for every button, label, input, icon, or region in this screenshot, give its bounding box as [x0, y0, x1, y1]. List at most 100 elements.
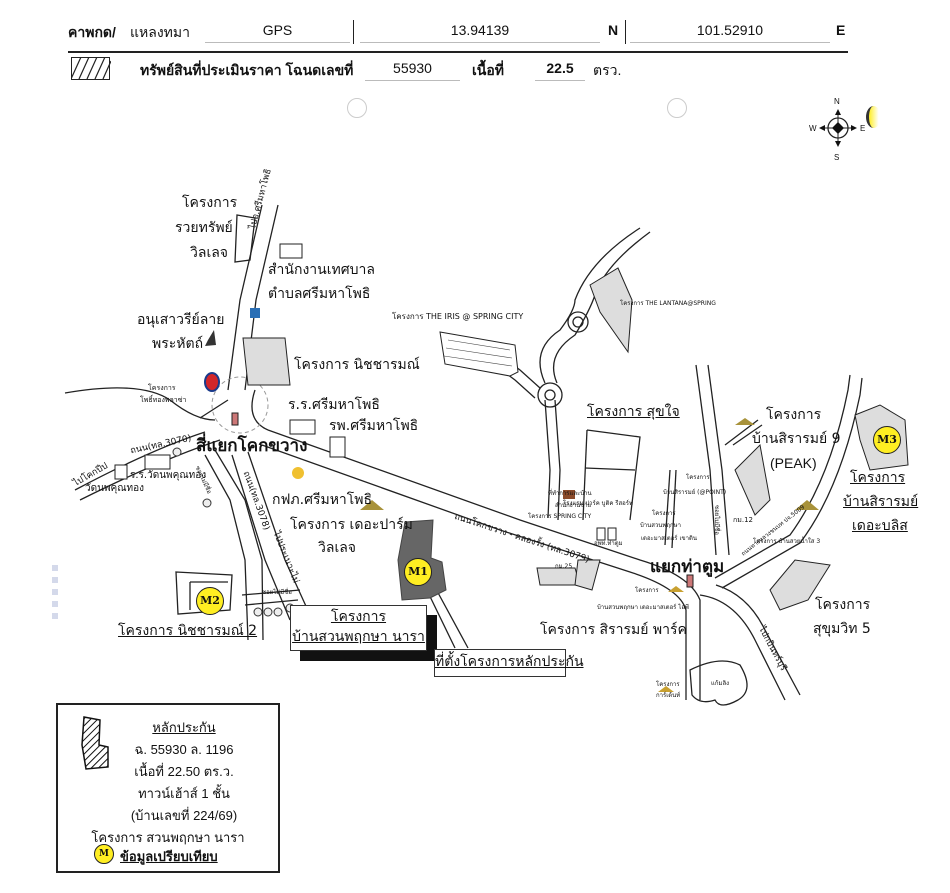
label-pho-thong: โครงการ: [148, 384, 176, 392]
label-sales-office: สำนักงานขาย: [555, 502, 592, 509]
callout-collateral-location: ที่ตั้งโครงการหลักประกัน: [434, 649, 584, 677]
label-municipal: สำนักงานเทศบาล: [268, 262, 375, 278]
area-label: เนื้อที่: [472, 62, 504, 78]
house-project-icon: [668, 586, 684, 592]
area-value: 22.5: [535, 60, 585, 81]
municipal-building-icon: [279, 243, 303, 259]
house-project-icon: [658, 686, 674, 692]
label-monument: พระหัตถ์: [152, 336, 204, 352]
power-authority-icon: [292, 467, 304, 479]
legend-house-no: (บ้านเลขที่ 224/69): [130, 808, 238, 823]
punch-hole: [347, 98, 367, 118]
house-project-icon: [360, 500, 384, 510]
marker-m3[interactable]: M3: [873, 426, 901, 454]
label-the-palm: โครงการ เดอะปาร์ม: [290, 517, 413, 533]
label-tha-tum-intersection: แยกท่าตูม: [650, 557, 725, 577]
label-monument: อนุเสาวรีย์ลาย: [137, 312, 225, 328]
label-school-srimahaphot: ร.ร.ศรีมหาโพธิ: [288, 397, 380, 413]
header-rule: [68, 51, 848, 53]
subdivision-nitcharam: [242, 337, 291, 386]
label-pea: กฟภ.ศรีมหาโพธิ: [272, 492, 373, 508]
label-nitcharam-2: โครงการ นิชชารมณ์ 2: [118, 623, 258, 639]
apartment-icon: [607, 527, 617, 541]
traffic-light-icon: [686, 574, 694, 588]
label-garden: การ์เด้นท์: [656, 692, 681, 699]
header-latitude: 13.94139: [360, 22, 600, 43]
label-pho-thong: โพธิ์ทองพลาซ่า: [140, 396, 187, 404]
label-sp-master-ip: บ้านสวนพฤกษา เดอะมาสเตอร์ ไอพี: [597, 604, 689, 611]
legend-deed: ฉ. 55930 ล. 1196: [134, 742, 234, 757]
house-project-icon: [795, 500, 819, 510]
label-sukhumvit5: สุขุมวิท 5: [813, 621, 871, 637]
label-municipal: ตำบลศรีมหาโพธิ: [268, 286, 371, 302]
house-project-icon: [735, 418, 755, 425]
header-longitude: 101.52910: [630, 22, 830, 43]
header-lat-dir: N: [608, 22, 619, 38]
road-3078-west: [231, 454, 291, 621]
label-sukjai: โครงการ สุขใจ: [587, 404, 680, 420]
road-3078-east: [247, 451, 311, 616]
label-wat-school: ร.ร.วัดนพคุณทอง: [130, 470, 207, 481]
label-the-palm: วิลเลจ: [318, 540, 357, 556]
road-3079-north-edge: [267, 429, 701, 700]
area-unit: ตรว.: [593, 62, 622, 78]
label-sp-master-ip: โครงการ: [635, 587, 659, 594]
label-spring-city: โครงการ SPRING CITY: [528, 513, 592, 520]
collateral-hatch-icon: [81, 716, 109, 770]
subdivision-sirarom9: [734, 443, 771, 516]
label-wat: วัดนพคุณทอง: [85, 483, 144, 494]
header-coord-label: คาพกด/: [68, 24, 116, 40]
subdivision-sukhumvit5: [769, 559, 831, 611]
label-bliss: บ้านสิรารมย์: [843, 494, 919, 510]
marker-m1[interactable]: M1: [404, 558, 432, 586]
compass-rose-icon: [819, 109, 857, 147]
label-bliss: โครงการ: [850, 470, 906, 486]
marker-m2[interactable]: M2: [196, 587, 224, 615]
legend-area: เนื้อที่ 22.50 ตร.ว.: [134, 764, 234, 779]
label-iris: โครงการ THE IRIS @ SPRING CITY: [392, 312, 524, 321]
label-pond: แก้มลิง: [711, 680, 730, 687]
label-sukhumvit5: โครงการ: [815, 597, 871, 613]
label-sp-master: โครงการ: [652, 510, 676, 517]
school-icon: [289, 419, 316, 435]
temple-icon: [114, 464, 128, 480]
label-land-office: ที่ทำการและบ้าน: [548, 490, 592, 497]
legend-marker-icon: M: [94, 844, 114, 864]
label-km12: กม.12: [733, 516, 753, 524]
callout-collateral-text: ที่ตั้งโครงการหลักประกัน: [435, 654, 584, 670]
label-garden: โครงการ: [656, 681, 680, 688]
subdivision-iris: [439, 331, 519, 377]
road-north-west-edge: [227, 204, 263, 391]
deed-number: 55930: [365, 60, 460, 81]
label-bliss: เดอะบลิส: [852, 518, 908, 534]
label-sirarom9: (PEAK): [770, 455, 817, 471]
label-sp-master: บ้านสวนพฤกษา: [640, 522, 681, 529]
callout-suan-pruksa-nara: โครงการ บ้านสวนพฤกษา นารา: [290, 605, 427, 651]
label-hospital: รพ.ศรีมหาโพธิ: [329, 418, 419, 434]
legend-project: โครงการ สวนพฤกษา นารา: [91, 830, 245, 845]
label-hotel: โรงแรม ปาร์ค บูติค รีสอร์ท: [563, 500, 633, 507]
label-sirarom-park: โครงการ สิรารมย์ พาร์ค: [540, 622, 687, 638]
label-kok-khwang-intersection: สี่แยกโคกขวาง: [196, 436, 308, 456]
header-source-value: GPS: [205, 22, 350, 43]
stamp-mark: [52, 565, 58, 625]
hotel-icon: [563, 490, 575, 499]
label-nitcharam: โครงการ นิชชารมณ์: [294, 357, 420, 373]
callout-suan-pruksa-line1: โครงการ: [330, 609, 387, 625]
property-label: ทรัพย์สินที่ประเมินราคา โฉนดเลขที่: [140, 62, 354, 78]
punch-hole: [667, 98, 687, 118]
legend-type: ทาวน์เฮ้าส์ 1 ชั้น: [138, 786, 230, 801]
legend-marker-desc: ข้อมูลเปรียบเทียบ: [120, 849, 218, 864]
apartment-icon: [596, 527, 606, 541]
label-sirarom-point: โครงการ: [686, 474, 710, 481]
hatch-swatch-icon: [71, 57, 111, 80]
school-icon: [144, 454, 171, 470]
label-apartment: อพท.ท่าตูม: [594, 540, 623, 547]
subdivision-lantana: [589, 267, 633, 354]
traffic-light-icon: [231, 412, 239, 426]
label-ruay-sap: รวยทรัพย์: [175, 220, 233, 236]
label-ruay-sap: วิลเลจ: [190, 245, 229, 261]
bank-logo-icon: [250, 308, 260, 318]
header-divider: [625, 20, 626, 44]
